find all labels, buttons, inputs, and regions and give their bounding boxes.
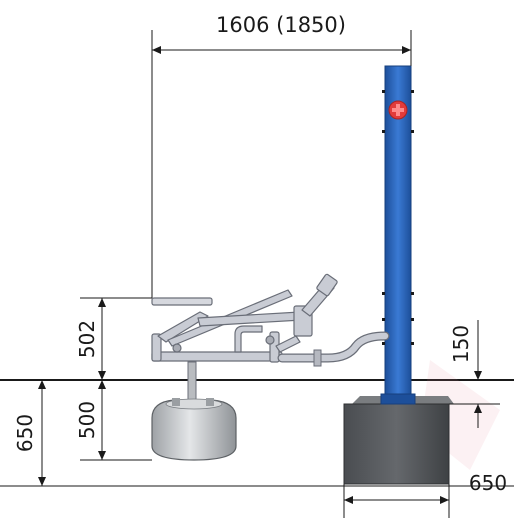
dim-foot-width: 650 (343, 471, 507, 518)
dim-foot-height: 150 (449, 320, 500, 428)
label-foot-height: 150 (449, 325, 473, 363)
dim-ground-depth: 650 (13, 380, 46, 486)
dim-frame-height: 500 (75, 380, 152, 461)
label-total-width: 1606 (1850) (216, 13, 346, 37)
equipment-frame (151, 273, 338, 363)
label-ground-depth: 650 (13, 414, 37, 452)
red-marker-icon (388, 100, 408, 120)
dim-total-width: 1606 (1850) (151, 13, 412, 298)
label-foot-width: 650 (469, 471, 507, 495)
blue-post (380, 65, 416, 405)
label-frame-height: 500 (75, 401, 99, 439)
tank-weight (151, 361, 237, 461)
label-seat-height: 502 (75, 320, 99, 358)
foundation-block (343, 396, 454, 485)
dim-seat-height: 502 (75, 297, 152, 380)
